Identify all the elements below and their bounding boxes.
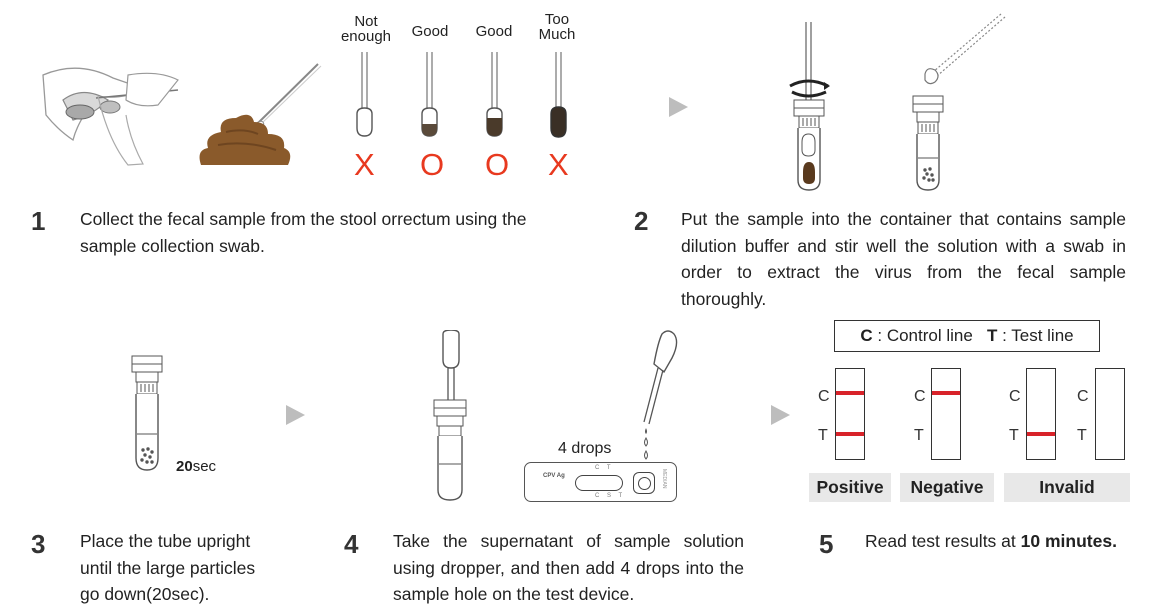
strip-invalid-1-test-line	[1027, 432, 1055, 436]
step-5-text-prefix: Read test results at	[865, 531, 1021, 551]
swab-not-enough	[356, 52, 373, 137]
swab-mark-too-much: X	[548, 147, 569, 182]
device-result-window	[575, 475, 623, 491]
device-sample-well	[633, 472, 655, 494]
swab-collection-hand-illustration	[42, 67, 179, 166]
swab-mark-not-enough: X	[354, 147, 375, 182]
swab-label-too-much-line2: Much	[538, 26, 576, 43]
stir-swab-in-tube-illustration	[789, 22, 830, 191]
swab-label-too-much: Too Much	[530, 12, 584, 42]
strip-invalid-2	[1095, 368, 1125, 460]
strip-invalid2-c-letter: C	[1077, 388, 1089, 405]
tube-with-dropper-illustration	[912, 13, 1006, 191]
step-3-text-line3: go down(20sec).	[80, 584, 210, 604]
device-bottom-labels: C S T	[595, 493, 626, 499]
strip-invalid1-c-letter: C	[1009, 388, 1021, 405]
strip-positive-c-letter: C	[818, 388, 830, 405]
settling-tube-illustration	[131, 355, 163, 471]
swab-mark-good-2: O	[485, 147, 510, 182]
swab-label-good-2: Good	[475, 23, 513, 40]
settling-timer-value: 20	[176, 458, 193, 475]
step-2-number: 2	[634, 206, 649, 236]
swab-good-1	[421, 52, 438, 137]
step-4-number: 4	[344, 529, 359, 559]
step-3-text-line2: until the large particles	[80, 557, 256, 578]
swab-comparison-illustration	[356, 52, 567, 138]
strip-positive	[835, 368, 865, 460]
result-label-negative: Negative	[900, 473, 994, 502]
step-5-text-bold: 10 minutes.	[1020, 531, 1117, 551]
swab-mark-good-1: O	[420, 147, 445, 182]
drops-label: 4 drops	[558, 440, 611, 458]
strip-positive-test-line	[836, 432, 864, 436]
step-1-text: Collect the fecal sample from the stool …	[80, 209, 527, 256]
settling-timer: 20sec	[176, 458, 216, 475]
drops-unit: drops	[566, 440, 612, 457]
strip-positive-t-letter: T	[818, 427, 828, 444]
strip-negative	[931, 368, 961, 460]
strip-negative-control-line	[932, 391, 960, 395]
legend-c-desc: : Control line	[872, 326, 973, 345]
result-label-invalid: Invalid	[1004, 473, 1130, 502]
step-5-text: Read test results at 10 minutes.	[865, 528, 1155, 555]
line-legend: C : Control line T : Test line	[834, 320, 1100, 352]
strip-negative-c-letter: C	[914, 388, 926, 405]
legend-c-key: C	[860, 326, 873, 345]
swab-label-too-much-line1: Too	[544, 11, 570, 28]
swab-label-not-enough-line1: Not	[354, 13, 378, 30]
step-1-number: 1	[31, 206, 46, 236]
result-label-positive: Positive	[809, 473, 891, 502]
legend-t-key: T	[987, 326, 998, 345]
swab-label-not-enough-line2: enough	[340, 28, 392, 45]
step-arrow-4-5	[771, 405, 790, 425]
dropper-in-tube-illustration	[433, 330, 467, 501]
step-3-number: 3	[31, 529, 46, 559]
swab-good-2	[486, 52, 503, 137]
swab-label-good-1: Good	[411, 23, 449, 40]
step-3-text-line1: Place the tube upright	[80, 531, 251, 551]
step-2-text: Put the sample into the container that c…	[681, 209, 1126, 309]
test-device: CPV Ag C T C S T MEDIAN	[524, 462, 677, 502]
strip-invalid2-t-letter: T	[1077, 427, 1087, 444]
drops-count: 4	[558, 440, 567, 457]
strip-negative-t-letter: T	[914, 427, 924, 444]
device-brand-label: CPV Ag	[543, 473, 565, 479]
settling-timer-unit: sec	[192, 458, 217, 475]
legend-t-desc: : Test line	[997, 326, 1074, 345]
step-arrow-3-4	[286, 405, 305, 425]
fecal-sample-with-swab-illustration	[199, 63, 322, 165]
device-side-text: MEDIAN	[661, 469, 667, 489]
strip-invalid-1	[1026, 368, 1056, 460]
step-5-number: 5	[819, 529, 834, 559]
swab-label-not-enough: Not enough	[336, 14, 396, 44]
step-3-text: Place the tube upright until the large p…	[80, 528, 300, 608]
strip-invalid1-t-letter: T	[1009, 427, 1019, 444]
dropper-over-device-illustration	[643, 330, 678, 460]
strip-positive-control-line	[836, 391, 864, 395]
step-4-text: Take the supernatant of sample solution …	[393, 531, 744, 604]
swab-too-much	[550, 52, 567, 138]
device-window-labels: C T	[595, 465, 614, 471]
step-arrow-1-2	[669, 97, 688, 117]
